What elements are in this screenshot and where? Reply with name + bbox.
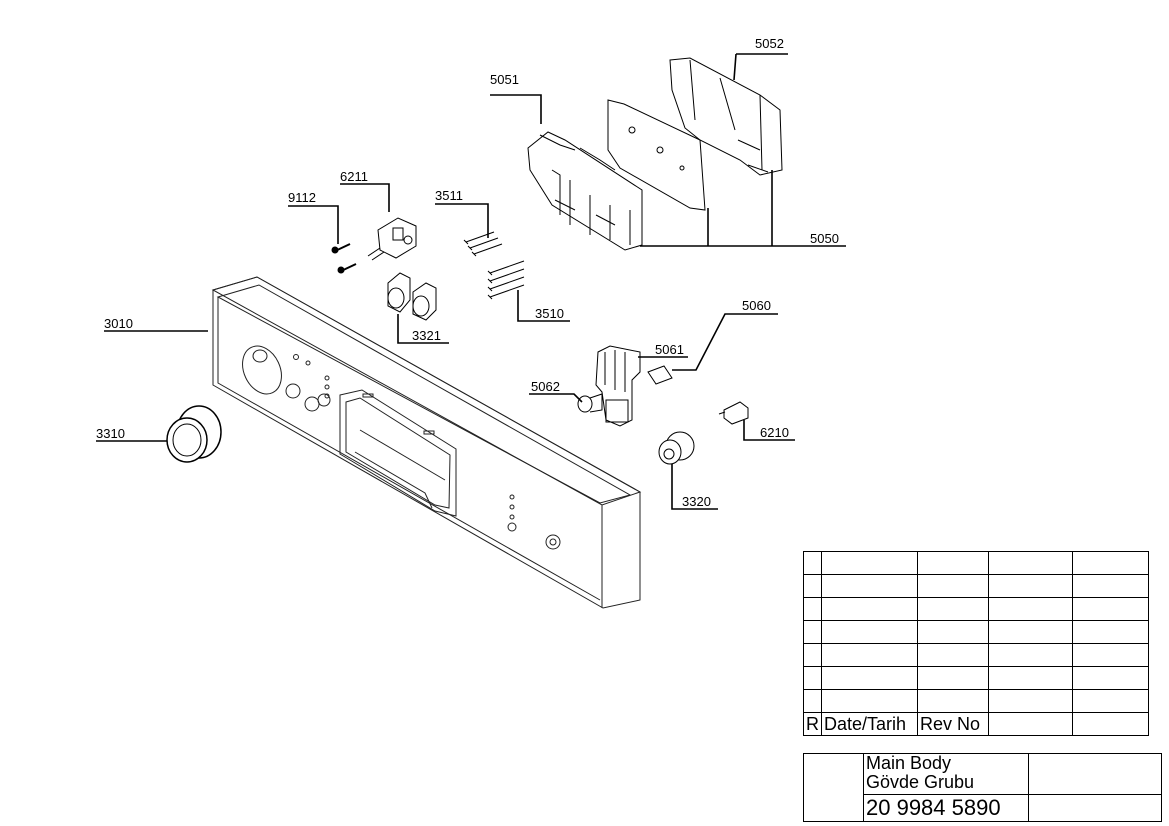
revision-row: [803, 597, 1149, 621]
revision-row: [803, 666, 1149, 690]
light-pipes-small-part: [463, 231, 503, 257]
revision-row: [803, 620, 1149, 644]
callout-5050: 5050: [810, 231, 839, 246]
callout-3320: 3320: [682, 494, 711, 509]
title-block: Main Body Gövde Grubu 20 9984 5890: [803, 753, 1162, 822]
revision-row: [803, 643, 1149, 667]
buttons-part: [387, 272, 437, 321]
callout-5061: 5061: [655, 342, 684, 357]
revision-header-row: R Date/Tarih Rev No: [803, 712, 1149, 736]
drawing-title-en: Main Body: [866, 753, 952, 773]
callout-3310: 3310: [96, 426, 125, 441]
callout-5051: 5051: [490, 72, 519, 87]
revision-row: [803, 574, 1149, 598]
screws-part: [331, 243, 357, 274]
revision-table: R Date/Tarih Rev No: [803, 551, 1149, 736]
callout-3010: 3010: [104, 316, 133, 331]
callout-9112: 9112: [288, 190, 316, 205]
revision-row: [803, 551, 1149, 575]
switch-part: [367, 217, 417, 261]
callout-5062: 5062: [531, 379, 560, 394]
rev-no-header: Rev No: [917, 712, 989, 736]
drawing-title-tr: Gövde Grubu: [866, 772, 975, 792]
pcb-cover-part: [669, 57, 783, 176]
rev-marker: R: [803, 712, 822, 736]
part-number: 20 9984 5890: [863, 794, 1029, 822]
callout-3511: 3511: [435, 188, 463, 203]
pcb-board-part: [607, 99, 706, 211]
callout-6211: 6211: [340, 169, 368, 184]
revision-row: [803, 689, 1149, 713]
leader-lines: [96, 53, 846, 510]
control-panel-part: [211, 276, 642, 609]
pcb-bracket-part: [527, 131, 643, 251]
light-pipes-long-part: [487, 260, 525, 300]
button-cap-part: [577, 393, 603, 413]
door-switch-part: [595, 345, 641, 427]
knob-part: [658, 431, 695, 465]
knob-ring-part: [166, 405, 222, 463]
callout-5052: 5052: [755, 36, 784, 51]
connector-part: [718, 401, 749, 425]
callout-3321: 3321: [412, 328, 441, 343]
date-header: Date/Tarih: [821, 712, 918, 736]
callout-5060: 5060: [742, 298, 771, 313]
callout-6210: 6210: [760, 425, 789, 440]
callout-3510: 3510: [535, 306, 564, 321]
small-board-part: [647, 365, 673, 385]
